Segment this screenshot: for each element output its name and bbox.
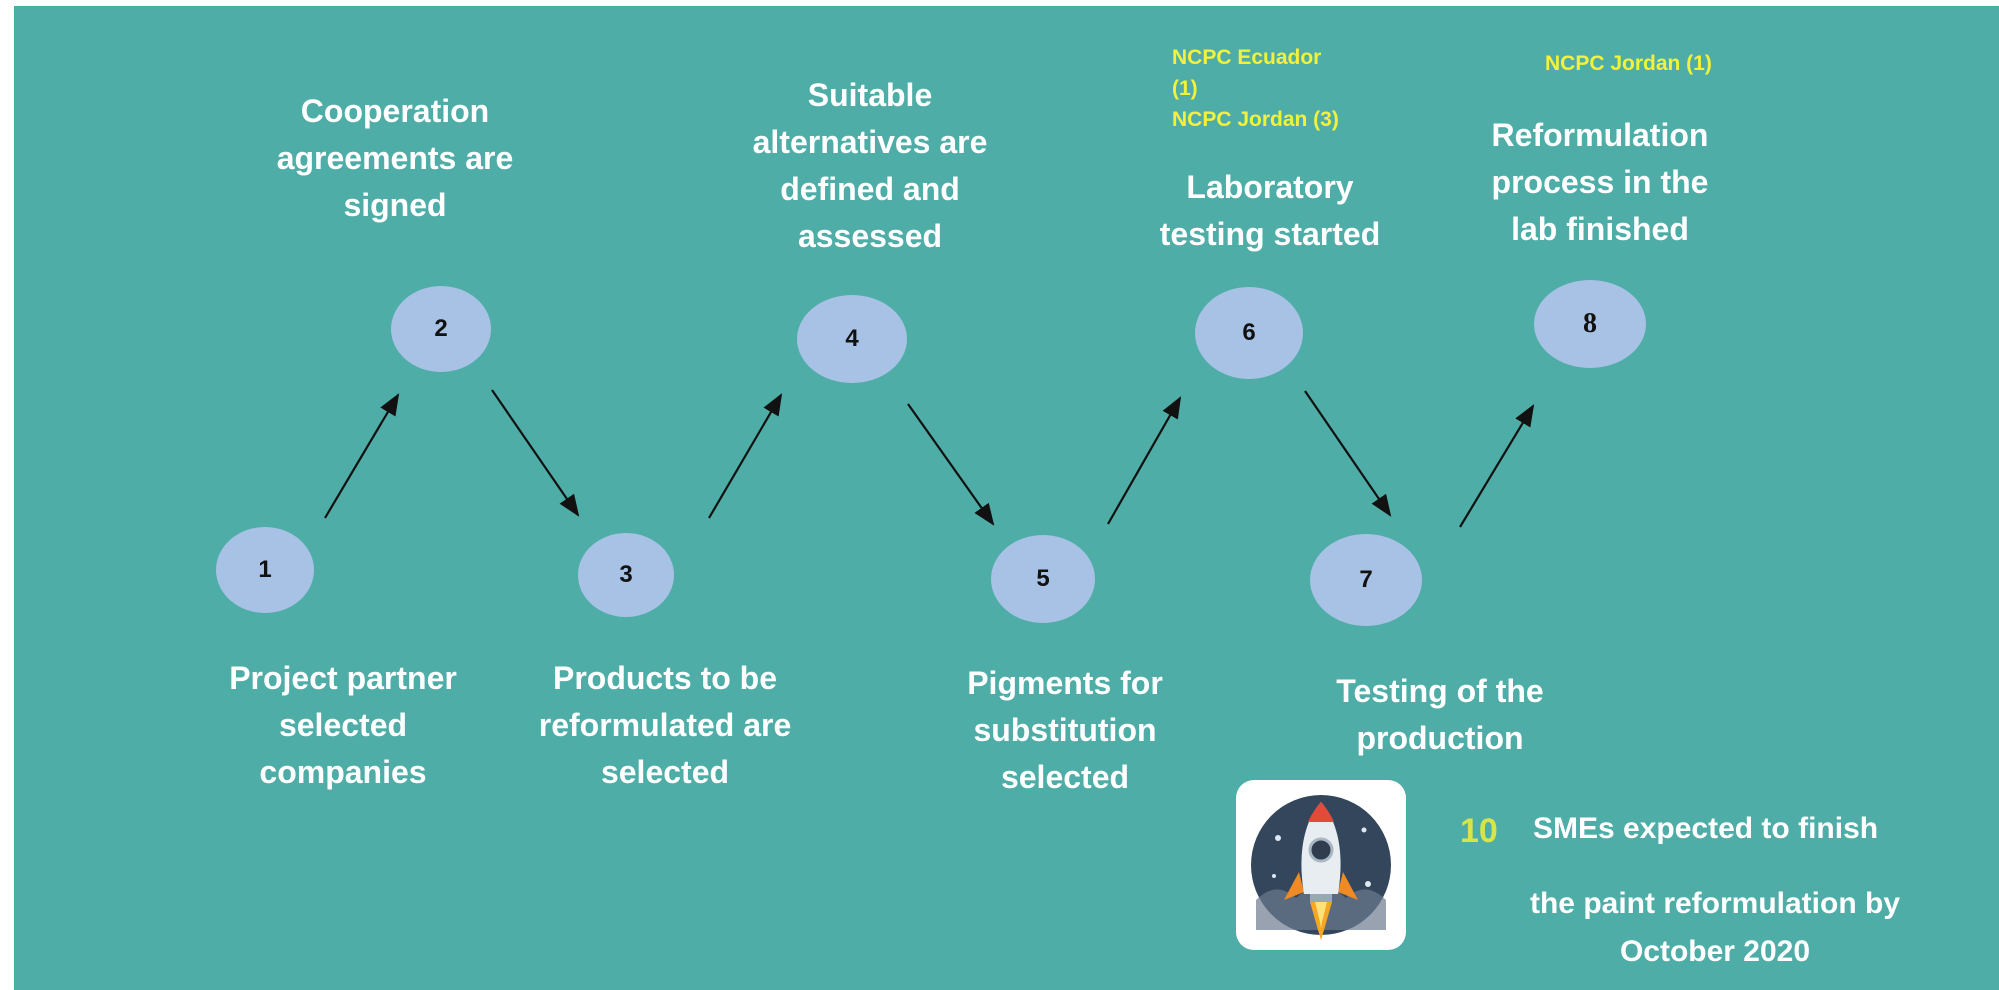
arrow-5-to-6	[1107, 396, 1182, 525]
footer-text-lines: the paint reformulation by October 2020	[1470, 880, 1960, 976]
step-5-number: 5	[1036, 565, 1050, 592]
step-6-node: 6	[1195, 287, 1303, 379]
step-8-note: NCPC Jordan (1)	[1545, 52, 1712, 75]
diagram-canvas	[14, 6, 1999, 990]
step-6-note: NCPC Ecuador (1) NCPC Jordan (3)	[1172, 46, 1339, 131]
arrow-4-to-5	[907, 403, 995, 526]
sme-count: 10	[1460, 812, 1498, 850]
step-5-node: 5	[991, 535, 1095, 623]
step-4-number: 4	[845, 325, 859, 352]
arrow-2-to-3	[491, 389, 580, 517]
step-6-label: Laboratory testing started	[1159, 169, 1381, 252]
step-7-label: Testing of the production	[1336, 673, 1544, 756]
step-7-number: 7	[1359, 566, 1373, 593]
footer-text-line-3: October 2020	[1619, 935, 1811, 968]
step-1-label: Project partner selected companies	[229, 660, 457, 790]
step-5-label: Pigments for substitution selected	[967, 665, 1163, 795]
step-2-node: 2	[391, 286, 491, 372]
footer-text-line-1: SMEs expected to finish	[1533, 812, 1879, 845]
step-4-label: Suitable alternatives are defined and as…	[752, 77, 988, 254]
rocket-card	[1236, 780, 1406, 950]
arrow-3-to-4	[708, 393, 783, 519]
arrow-6-to-7	[1304, 390, 1392, 517]
step-1-number: 1	[258, 556, 272, 583]
arrow-7-to-8	[1459, 404, 1535, 528]
footer-text-line-2: the paint reformulation by	[1529, 887, 1901, 920]
step-1-node: 1	[216, 527, 314, 613]
step-8-node: 8	[1534, 280, 1646, 368]
step-6-number: 6	[1242, 319, 1256, 346]
step-2-number: 2	[434, 315, 448, 342]
step-3-number: 3	[619, 561, 633, 588]
arrow-1-to-2	[324, 393, 400, 519]
step-2-label: Cooperation agreements are signed	[276, 93, 514, 223]
step-3-label: Products to be reformulated are selected	[538, 660, 792, 790]
step-8-label: Reformulation process in the lab finishe…	[1491, 117, 1709, 247]
step-3-node: 3	[578, 533, 674, 617]
rocket-icon	[1251, 795, 1391, 940]
step-4-node: 4	[797, 295, 907, 383]
step-7-node: 7	[1310, 534, 1422, 626]
step-8-number: 8	[1583, 308, 1597, 339]
